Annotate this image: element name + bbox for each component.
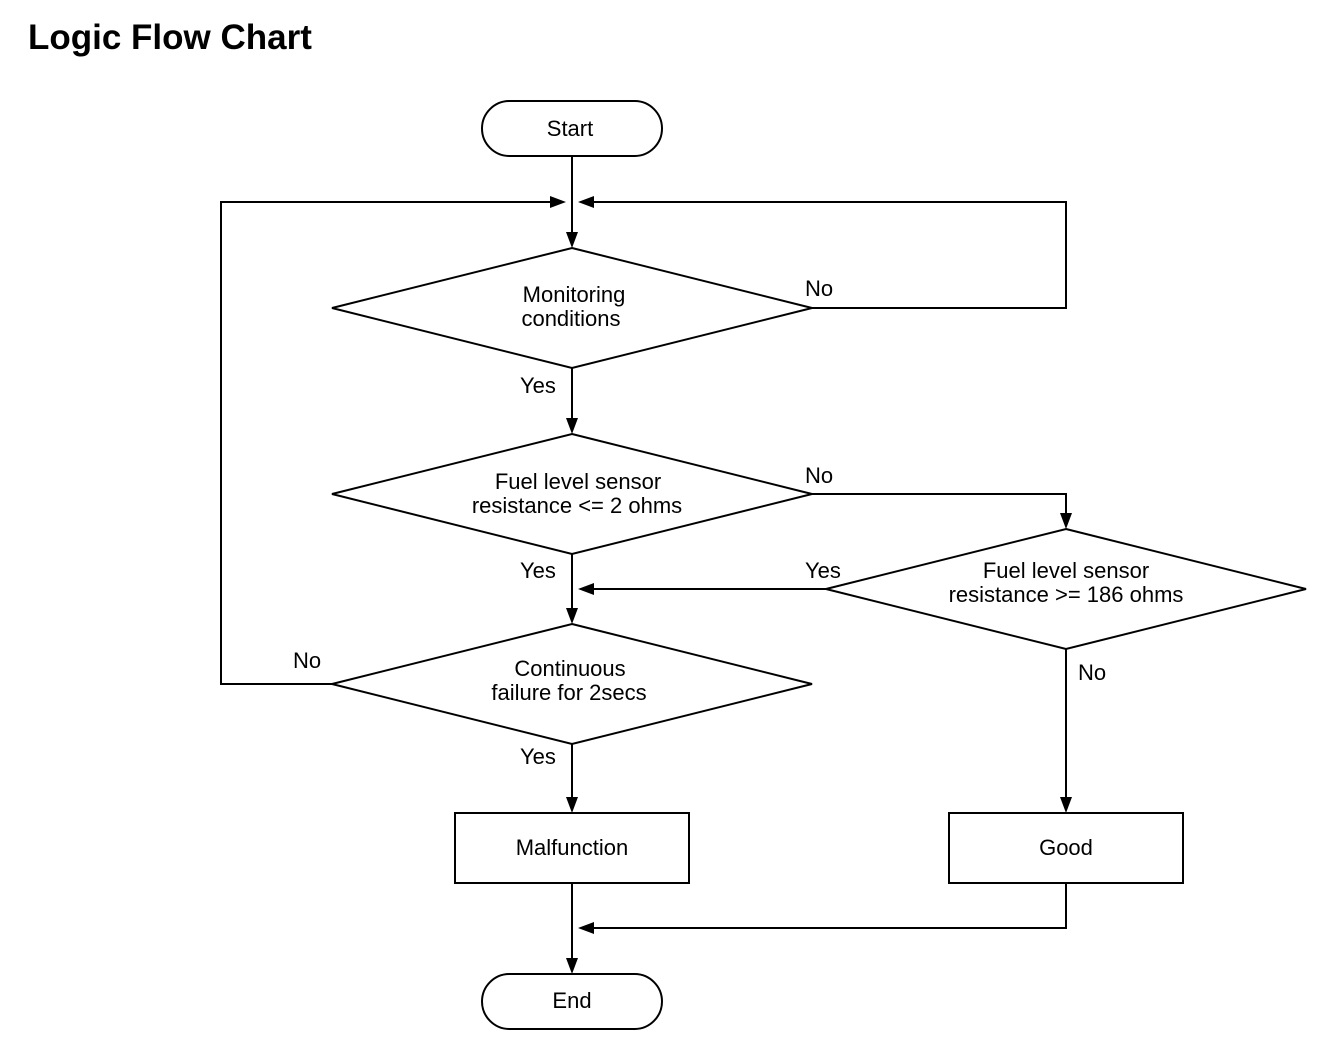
- arrowhead-left-good-join: [578, 922, 594, 934]
- edge-label-continuous-no: No: [293, 648, 321, 673]
- process-good-label: Good: [1039, 835, 1093, 860]
- start-node-label: Start: [547, 116, 593, 141]
- process-malfunction: Malfunction: [454, 812, 690, 884]
- decision-monitoring-conditions: Monitoring conditions: [331, 246, 813, 370]
- connector-lines: [220, 156, 1067, 964]
- process-malfunction-label: Malfunction: [516, 835, 629, 860]
- connector-continuous-no-loop: [220, 201, 550, 685]
- arrowhead-down-high-check: [1060, 513, 1072, 529]
- decision-high-resistance-label-line1: Fuel level sensor: [983, 558, 1149, 583]
- decision-continuous-label-line1: Continuous: [514, 656, 625, 681]
- decision-monitoring-label-line2: conditions: [521, 306, 620, 331]
- decision-continuous-failure: Continuous failure for 2secs: [331, 622, 813, 746]
- arrowhead-left-loop-right: [578, 196, 594, 208]
- arrowhead-left-high-yes: [578, 583, 594, 595]
- arrowhead-right-loop-left: [550, 196, 566, 208]
- edge-label-monitoring-no: No: [805, 276, 833, 301]
- edge-label-continuous-yes: Yes: [520, 744, 556, 769]
- decision-monitoring-label-line1: Monitoring: [523, 282, 626, 307]
- arrowhead-down-malfunction: [566, 797, 578, 813]
- decision-continuous-label-line2: failure for 2secs: [491, 680, 646, 705]
- edge-label-monitoring-yes: Yes: [520, 373, 556, 398]
- end-node-label: End: [552, 988, 591, 1013]
- edge-label-high-yes: Yes: [805, 558, 841, 583]
- decision-high-resistance: Fuel level sensor resistance >= 186 ohms: [825, 527, 1307, 651]
- edge-label-high-no: No: [1078, 660, 1106, 685]
- start-node: Start: [481, 100, 663, 157]
- connector-good-to-end: [594, 883, 1067, 929]
- end-node: End: [481, 973, 663, 1030]
- process-good: Good: [948, 812, 1184, 884]
- decision-low-resistance-label-line2: resistance <= 2 ohms: [472, 493, 682, 518]
- decision-low-resistance: Fuel level sensor resistance <= 2 ohms: [331, 432, 813, 556]
- decision-low-resistance-label-line1: Fuel level sensor: [495, 469, 661, 494]
- connector-low-no: [812, 493, 1067, 520]
- arrowheads: [550, 196, 1072, 974]
- arrowhead-down-continuous: [566, 608, 578, 624]
- edge-label-low-yes: Yes: [520, 558, 556, 583]
- arrowhead-down-good: [1060, 797, 1072, 813]
- edge-label-low-no: No: [805, 463, 833, 488]
- connector-monitoring-no-loop: [594, 201, 1067, 309]
- arrowhead-down-monitoring: [566, 232, 578, 248]
- arrowhead-down-low-check: [566, 418, 578, 434]
- decision-high-resistance-label-line2: resistance >= 186 ohms: [949, 582, 1184, 607]
- edge-labels: No Yes No Yes Yes No No Yes: [293, 276, 1106, 769]
- arrowhead-down-end: [566, 958, 578, 974]
- page-title: Logic Flow Chart: [28, 18, 312, 57]
